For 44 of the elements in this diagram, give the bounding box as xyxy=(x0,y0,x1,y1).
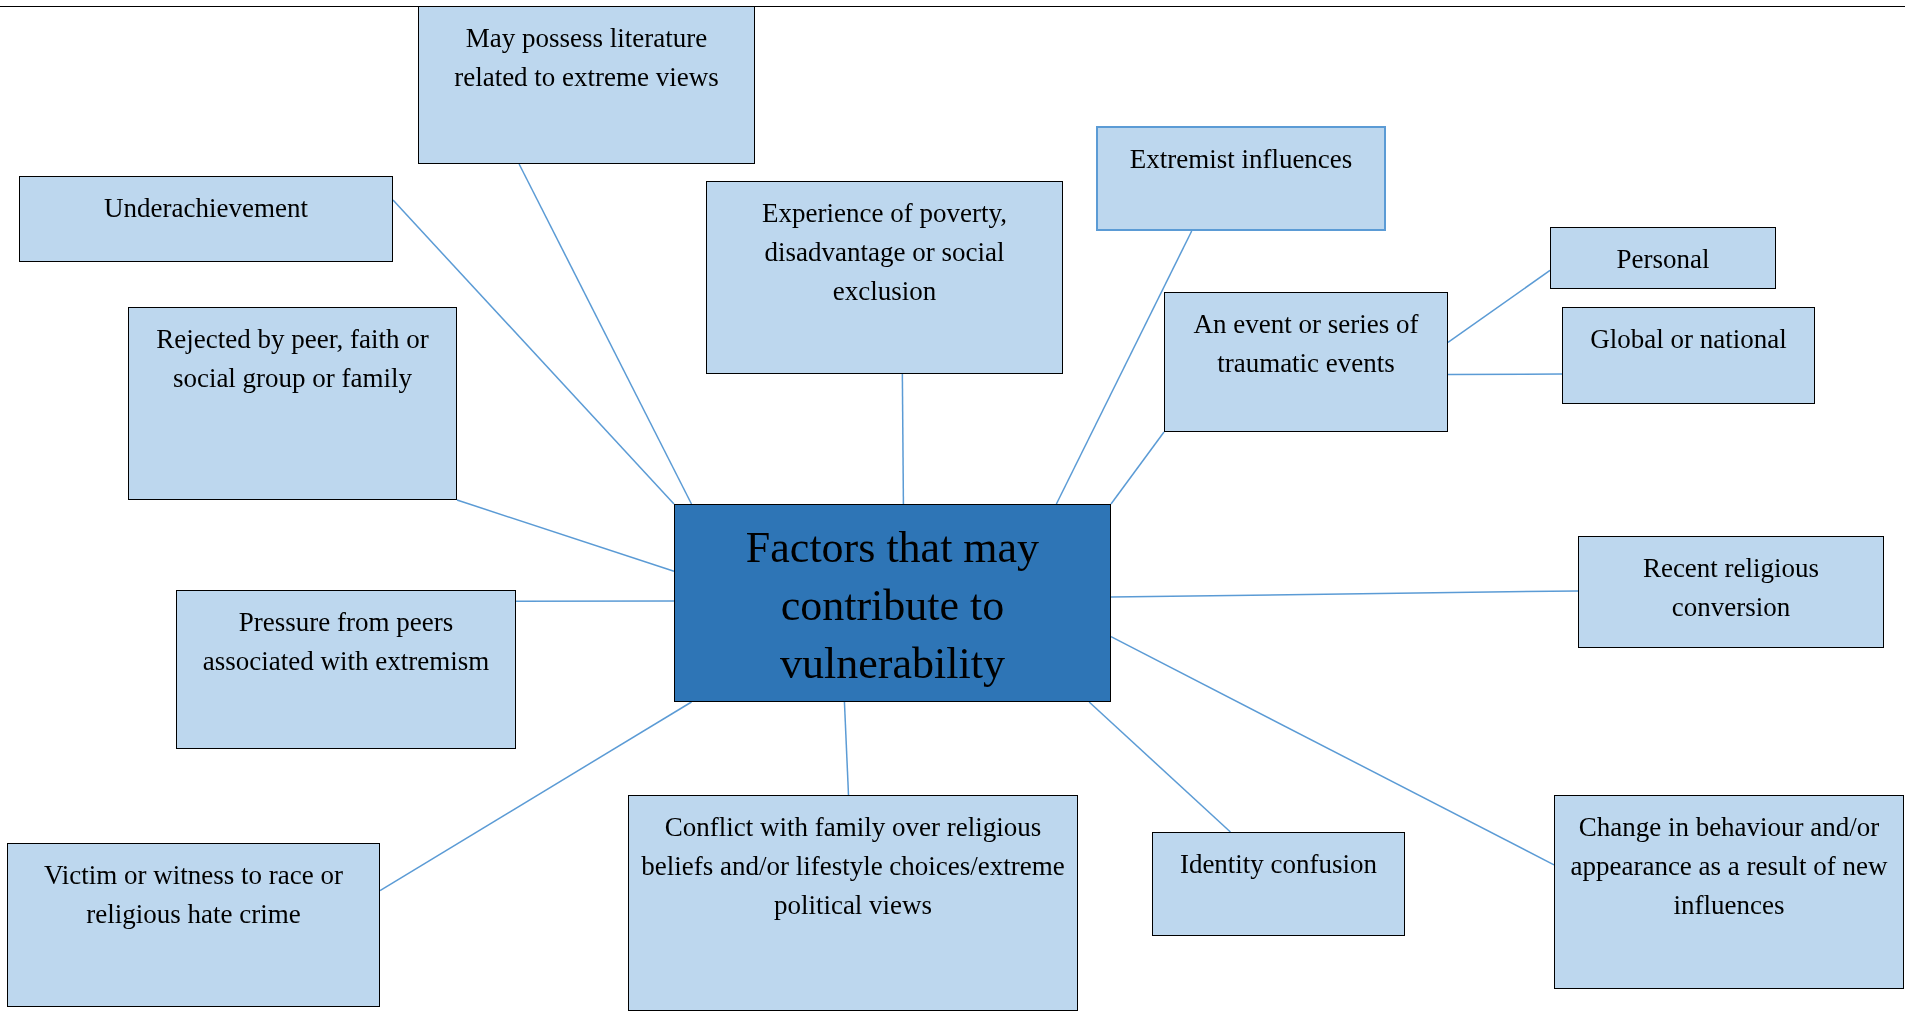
connector-line xyxy=(518,163,693,505)
factor-box xyxy=(628,795,1078,1011)
node-text: May possess literature related to extreme views xyxy=(453,22,720,94)
node-text: Experience of poverty, disadvantage or social exclusion xyxy=(761,197,1008,308)
connector-line xyxy=(1088,701,1232,833)
factor-box xyxy=(19,176,393,262)
connector-line xyxy=(843,701,850,796)
connector-line xyxy=(456,499,675,573)
node-text: Identity confusion xyxy=(1178,848,1379,881)
node-text: Pressure from peers associated with extremism xyxy=(201,606,491,678)
node-text: Rejected by peer, faith or social group or family xyxy=(155,323,430,395)
connector-line xyxy=(379,701,693,892)
connector-line xyxy=(1055,230,1193,505)
factor-box xyxy=(176,590,516,749)
factor-box xyxy=(1562,307,1815,404)
factor-box xyxy=(1164,292,1448,432)
connector-line xyxy=(1447,269,1551,344)
node-text: Change in behaviour and/or appearance as a result of new influences xyxy=(1569,811,1889,922)
node-text: Personal xyxy=(1615,243,1711,276)
connector-line xyxy=(392,199,675,505)
node-text: Factors that may contribute to vulnerability xyxy=(744,522,1041,690)
node-text: Victim or witness to race or religious hate crime xyxy=(42,859,344,931)
node-text: Global or national xyxy=(1589,323,1788,356)
central-topic-box xyxy=(674,504,1111,702)
factor-box xyxy=(7,843,380,1007)
connector-line xyxy=(1447,373,1563,376)
factor-box xyxy=(1554,795,1904,989)
connector-line xyxy=(1110,431,1165,505)
connector-line xyxy=(515,600,675,602)
factor-box xyxy=(1096,126,1386,231)
connector-line xyxy=(901,373,905,505)
connector-line xyxy=(1110,635,1555,866)
node-text: Underachievement xyxy=(103,192,309,225)
factor-box xyxy=(418,6,755,164)
node-text: Recent religious conversion xyxy=(1641,552,1821,624)
node-text: An event or series of traumatic events xyxy=(1192,308,1420,380)
factor-box xyxy=(1550,227,1776,289)
factor-box xyxy=(706,181,1063,374)
factor-box xyxy=(1152,832,1405,936)
node-text: Conflict with family over religious beliefs and/or lifestyle choices/extreme political views xyxy=(640,811,1066,922)
connector-line xyxy=(1110,590,1579,598)
factor-box xyxy=(1578,536,1884,648)
factor-box xyxy=(128,307,457,500)
node-text: Extremist influences xyxy=(1128,143,1354,176)
